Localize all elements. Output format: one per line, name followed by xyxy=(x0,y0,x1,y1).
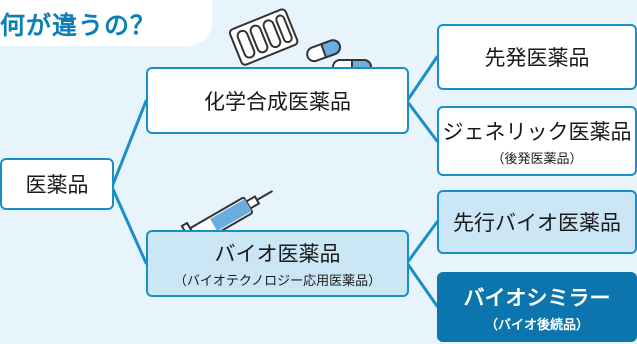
node-biopharmaceutical-label: バイオ医薬品 xyxy=(214,242,341,266)
connector-root-bio xyxy=(110,185,148,265)
node-biosimilar-sublabel: （バイオ後続品） xyxy=(484,317,589,333)
node-biopharmaceutical: バイオ医薬品 （バイオテクノロジー応用医薬品） xyxy=(146,230,409,297)
connector-root-chemical xyxy=(110,99,148,189)
node-originator-biologic: 先行バイオ医薬品 xyxy=(437,190,637,254)
connector-chemical-originator xyxy=(405,55,439,103)
node-biosimilar: バイオシミラー （バイオ後続品） xyxy=(437,272,637,342)
page-title: 何が違うの？ xyxy=(0,11,157,40)
node-originator-drug-label: 先発医薬品 xyxy=(484,46,590,70)
node-generic-drug-sublabel: （後発医薬品） xyxy=(491,151,583,167)
node-biopharmaceutical-sublabel: （バイオテクノロジー応用医薬品） xyxy=(173,274,382,289)
node-pharmaceuticals-label: 医薬品 xyxy=(25,173,89,197)
node-chemical: 化学合成医薬品 xyxy=(146,67,409,134)
connector-bio-biosimilar xyxy=(405,261,439,308)
node-originator-drug: 先発医薬品 xyxy=(437,24,637,90)
node-originator-biologic-label: 先行バイオ医薬品 xyxy=(453,211,621,235)
connector-bio-originator xyxy=(405,220,439,265)
node-pharmaceuticals: 医薬品 xyxy=(0,158,114,210)
title-banner xyxy=(0,0,212,46)
pill-pack-icon xyxy=(228,8,299,66)
node-chemical-label: 化学合成医薬品 xyxy=(204,89,351,114)
node-generic-drug: ジェネリック医薬品 （後発医薬品） xyxy=(437,106,637,176)
connector-chemical-generic xyxy=(405,99,439,143)
node-generic-drug-label: ジェネリック医薬品 xyxy=(442,119,632,144)
node-biosimilar-label: バイオシミラー xyxy=(463,285,611,310)
